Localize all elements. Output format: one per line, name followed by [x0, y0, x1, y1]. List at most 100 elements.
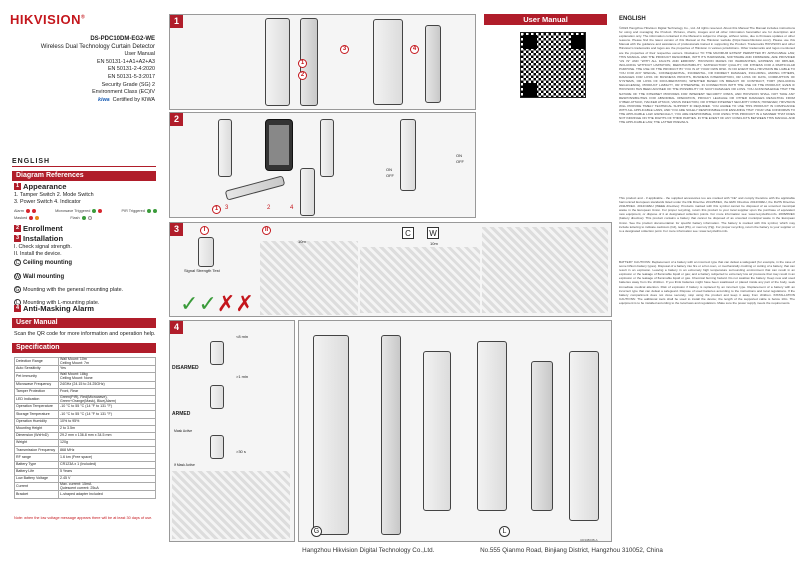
- callout-4: 4: [410, 45, 419, 54]
- footer-address: No.555 Qianmo Road, Binjiang District, H…: [480, 547, 663, 554]
- caption-if-mask: If Mask Active: [174, 463, 195, 467]
- enrollment-title: Enrollment: [23, 224, 63, 233]
- spec-value: Yes: [58, 365, 156, 374]
- detector-open: [373, 19, 403, 105]
- footer-company: Hangzhou Hikvision Digital Technology Co…: [302, 547, 435, 554]
- doc-code: UD33803B-A: [580, 538, 598, 542]
- panel-enrollment: 2 ON OFF ON OFF 1 3 2 4: [169, 112, 476, 218]
- mount-detector-1: [313, 335, 349, 535]
- wall-coverage-diagram: [360, 247, 480, 313]
- standard-5: Environment Class (EC)IV: [92, 89, 155, 96]
- panel-appearance: 1 1 2 3 4: [169, 14, 476, 110]
- mask-detector-3: [210, 435, 224, 459]
- left-column: HIKVISION® DS-PDC10DM-EG2-WE Wireless Du…: [0, 0, 163, 570]
- spec-key: Operation Temperature: [14, 403, 59, 412]
- spec-value: 10% to 95%: [58, 417, 156, 426]
- spec-row: Operation Temperature-10 °C to 55 °C (14…: [14, 403, 156, 412]
- legal-battery-cautions: BATTERY CAUTIONS: Replacement of a batte…: [619, 260, 795, 305]
- panel-anti-masking: 4 DISARMED ARMED <8 min >1 min >30 s Mas…: [169, 320, 295, 542]
- right-language-title: ENGLISH: [619, 16, 646, 22]
- spec-key: Tamper Protection: [14, 387, 59, 396]
- section-bar-diagram-references: Diagram References: [12, 171, 156, 181]
- spec-key: Dimension (WxHxD): [14, 431, 59, 441]
- step-3: 3: [225, 205, 229, 211]
- led-alarm: Alarm: [14, 209, 37, 213]
- spec-key: Operation Humidity: [14, 417, 59, 426]
- standard-3: EN 50131-5-3:2017: [107, 73, 155, 80]
- install-step-ii: II: [262, 226, 271, 235]
- switch-on-1: ON: [386, 167, 392, 172]
- cross-icon: ✗: [216, 291, 236, 316]
- spec-value: Wall Mount: 18kg Ceiling Mount: None: [58, 372, 156, 382]
- mount-detector-3: [477, 341, 507, 511]
- product-name: Wireless Dual Technology Curtain Detecto…: [40, 43, 155, 50]
- side-view-diagram: [482, 227, 608, 313]
- signal-test-label: Signal Strength Test: [184, 268, 220, 273]
- state-disarmed: DISARMED: [172, 365, 199, 371]
- led-legend: Alarm Microwave Triggered PIR Triggered …: [14, 209, 158, 220]
- state-armed: ARMED: [172, 411, 191, 417]
- panel-installation-bottom: G L: [298, 320, 612, 542]
- step-4: 4: [290, 205, 294, 211]
- installation-num: 3: [14, 235, 21, 243]
- view-wall: W: [427, 227, 439, 239]
- section-bar-user-manual: User Manual: [12, 318, 156, 328]
- footer: Hangzhou Hikvision Digital Technology Co…: [170, 547, 795, 554]
- mount-bracket: [381, 335, 401, 535]
- enroll-detector-open: [224, 175, 286, 201]
- spec-key: LED Indication: [14, 394, 59, 405]
- spec-key: Microwave Frequency: [14, 380, 59, 389]
- spec-value: CR123A x 1 (Included): [58, 460, 156, 469]
- spec-value: 868 MHz: [58, 446, 156, 455]
- qr-code[interactable]: [520, 32, 586, 98]
- mount-detector-5: [569, 351, 599, 521]
- check-icon-2: ✓: [198, 291, 217, 316]
- spec-key: Storage Temperature: [14, 410, 59, 419]
- antimask-title: Anti-Masking Alarm: [23, 304, 95, 313]
- kiwa-logo: kiwa: [97, 96, 110, 103]
- dim-10m-1: 10m: [298, 239, 306, 244]
- spec-key: Battery Life: [14, 467, 59, 477]
- spec-key: Battery Type: [14, 460, 59, 469]
- switch-on-2: ON: [456, 153, 462, 158]
- check-icon: ✓: [180, 291, 199, 316]
- product-header: DS-PDC10DM-EG2-WE Wireless Dual Technolo…: [41, 36, 155, 104]
- standard-1: EN 50131-1+A1+A2+A3: [97, 58, 155, 65]
- spec-note: Note: when the low voltage message appea…: [14, 516, 153, 520]
- user-manual-bar: User Manual: [484, 14, 607, 25]
- appearance-item-2: 3. Power Switch 4. Indicator: [14, 198, 81, 205]
- signal-test-device: [198, 237, 214, 267]
- spec-value: 2.45 V: [58, 474, 156, 484]
- appearance-item-1: 1. Tamper Switch 2. Mode Switch: [14, 191, 94, 198]
- install-step-i: I: [200, 226, 209, 235]
- spec-key: Mounting Height: [14, 424, 59, 433]
- spec-value: -10 °C to 55 °C (14 °F to 131 °F): [58, 410, 156, 419]
- spec-value: 2 to 3.5m: [58, 424, 156, 433]
- led-flash: Flash: [70, 216, 92, 220]
- user-manual-text: Scan the QR code for more information an…: [14, 331, 156, 337]
- spec-value: Max. current: 15mA Quiescent current: 25…: [58, 482, 156, 492]
- spec-key: Pet Immunity: [14, 372, 59, 382]
- time-1min: >1 min: [236, 374, 249, 379]
- mask-detector-1: [210, 341, 224, 365]
- spec-value: 29.2 mm x 136.8 mm x 34.5 mm: [58, 431, 156, 441]
- enroll-detector-1: [218, 119, 232, 177]
- appearance-num: 1: [14, 183, 21, 191]
- panel-4-number: 4: [170, 321, 183, 334]
- spec-value: L-shaped adapter Included: [58, 490, 156, 499]
- led-microwave: Microwave Triggered: [55, 209, 103, 213]
- wall-icon: W: [14, 272, 21, 280]
- installation-item-2: II. Install the device.: [14, 250, 62, 257]
